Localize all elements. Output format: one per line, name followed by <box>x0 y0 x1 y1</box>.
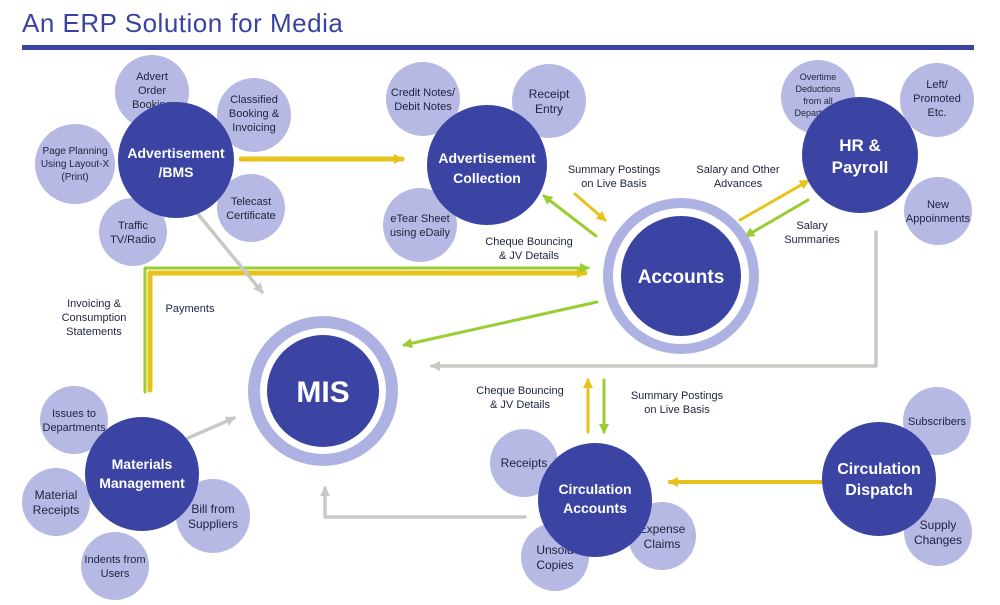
arrow-materials-to-mis <box>186 416 236 440</box>
label-payments: Payments <box>166 303 215 315</box>
arrow-hr-to-mis <box>430 230 878 371</box>
svg-text:Credit Notes/Debit Notes: Credit Notes/Debit Notes <box>391 87 456 113</box>
arrow-loop-to-accounts <box>147 268 588 393</box>
hub-accounts: Accounts <box>603 198 759 354</box>
hub-mis: MIS <box>248 316 398 466</box>
svg-text:Receipts: Receipts <box>501 456 548 470</box>
arrow-circacc-to-mis <box>320 486 527 519</box>
hub-hr-payroll: HR &Payroll <box>802 97 918 213</box>
arrow-green-loop <box>143 263 590 394</box>
arrow-collection-to-accounts <box>573 192 607 222</box>
satellite-credit-notes: Credit Notes/Debit Notes <box>386 62 460 136</box>
arrow-accounts-to-hr <box>738 179 810 222</box>
arrow-advertisement-to-mis <box>186 200 264 294</box>
page-title: An ERP Solution for Media <box>22 8 344 38</box>
svg-text:HR &Payroll: HR &Payroll <box>832 136 889 177</box>
arrow-accounts-to-mis <box>402 300 599 349</box>
title-rule <box>22 45 974 50</box>
label-cheque-bouncing-bottom: Cheque Bouncing& JV Details <box>476 385 563 411</box>
svg-text:Advertisement/BMS: Advertisement/BMS <box>127 145 225 180</box>
arrow-accounts-to-collection <box>542 194 598 238</box>
svg-text:Accounts: Accounts <box>638 267 725 288</box>
arrow-hr-to-accounts <box>744 198 810 238</box>
hub-advertisement-bms: Advertisement/BMS <box>118 102 234 218</box>
label-cheque-bouncing-top: Cheque Bouncing& JV Details <box>485 236 572 262</box>
satellite-receipts: Receipts <box>490 429 558 497</box>
svg-text:MIS: MIS <box>296 376 349 409</box>
satellite-subscribers: Subscribers <box>903 387 971 455</box>
svg-text:Subscribers: Subscribers <box>908 416 967 428</box>
